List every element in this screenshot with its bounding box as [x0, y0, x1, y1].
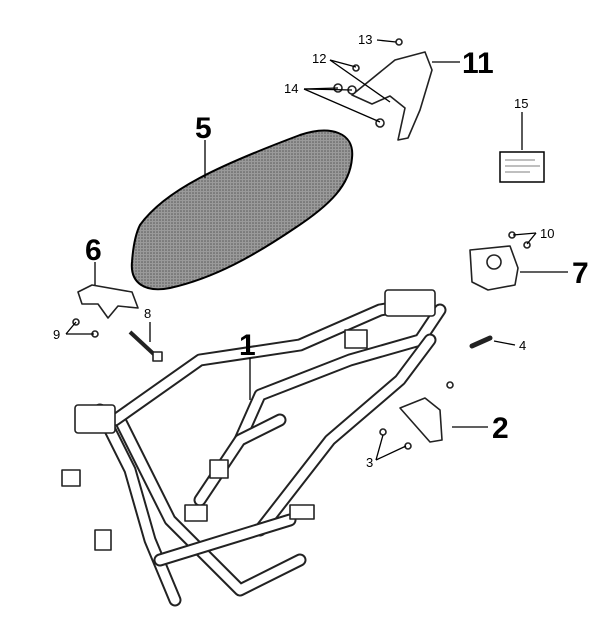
label-part-8: 8 [144, 306, 151, 321]
seat-bracket-part [77, 284, 139, 319]
label-part-10: 10 [540, 226, 554, 241]
label-sheet-part [499, 151, 545, 183]
guard-part [399, 397, 443, 443]
label-part-11: 11 [462, 47, 494, 80]
label-part-3: 3 [366, 455, 373, 470]
rear-carrier-part [351, 51, 433, 141]
label-part-2: 2 [492, 412, 509, 445]
label-part-6: 6 [85, 234, 102, 267]
seat-part [130, 129, 354, 291]
label-part-14: 14 [284, 81, 298, 96]
label-part-12: 12 [312, 51, 326, 66]
frame-part [61, 289, 447, 607]
leader-lines [65, 39, 568, 461]
label-part-4: 4 [519, 338, 526, 353]
label-part-7: 7 [572, 257, 589, 290]
label-part-1: 1 [239, 329, 256, 362]
label-part-15: 15 [514, 96, 528, 111]
pin-part [469, 335, 493, 349]
label-part-13: 13 [358, 32, 372, 47]
label-part-9: 9 [53, 327, 60, 342]
label-part-5: 5 [195, 112, 212, 145]
